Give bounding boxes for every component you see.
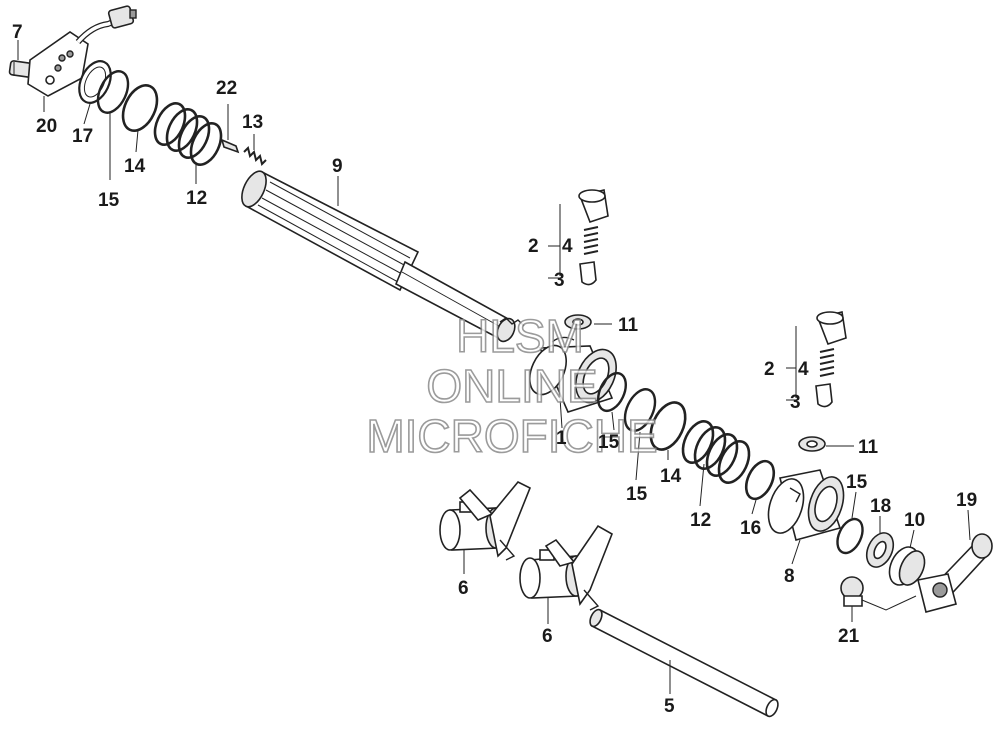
part-11-washer-lower bbox=[798, 436, 826, 452]
part-15-clip-right bbox=[836, 517, 864, 555]
callout-3-upper: 3 bbox=[554, 270, 565, 291]
callout-15-right: 15 bbox=[846, 472, 868, 493]
callout-3-lower: 3 bbox=[790, 392, 801, 413]
callout-17: 17 bbox=[72, 126, 93, 147]
leader-lines bbox=[17, 40, 971, 694]
part-14-ring-left bbox=[121, 84, 159, 132]
watermark-line-1: HLSM bbox=[456, 310, 584, 362]
watermark: HLSM ONLINE MICROFICHE bbox=[366, 309, 659, 463]
callout-6-upper: 6 bbox=[458, 578, 469, 599]
part-12-spring-mid bbox=[681, 420, 751, 484]
callout-18: 18 bbox=[870, 496, 891, 517]
callout-20: 20 bbox=[36, 116, 57, 137]
part-13-spring-small bbox=[243, 146, 267, 166]
callout-7: 7 bbox=[12, 22, 23, 43]
callout-10: 10 bbox=[904, 510, 925, 531]
part-2-plug-lower bbox=[816, 311, 847, 346]
callout-14-left: 14 bbox=[124, 156, 146, 177]
callout-8: 8 bbox=[784, 566, 795, 587]
part-14-ring-mid bbox=[649, 401, 687, 451]
part-8-drum-end bbox=[767, 469, 845, 541]
callout-6-lower: 6 bbox=[542, 626, 553, 647]
watermark-line-3: MICROFICHE bbox=[366, 410, 657, 462]
callout-5: 5 bbox=[664, 696, 675, 717]
part-5-fork-shaft bbox=[589, 608, 779, 718]
callout-labels: 7 20 17 15 14 12 22 13 9 2 4 3 11 2 4 3 … bbox=[12, 22, 977, 717]
part-4-spring-lower bbox=[819, 348, 835, 377]
watermark-line-2: ONLINE bbox=[426, 360, 597, 412]
part-15-clip-mid-b bbox=[623, 388, 657, 432]
callout-15-mid-a: 15 bbox=[598, 432, 620, 453]
callout-19: 19 bbox=[956, 490, 977, 511]
part-21-bolt bbox=[840, 576, 917, 611]
callout-21: 21 bbox=[838, 626, 860, 647]
part-1-shift-drum bbox=[529, 336, 617, 413]
part-22-pin bbox=[220, 138, 240, 154]
callout-11-upper: 11 bbox=[618, 315, 639, 336]
part-18-washer bbox=[865, 532, 895, 568]
part-6-fork-lower bbox=[519, 524, 613, 611]
callout-4-lower: 4 bbox=[798, 359, 809, 380]
part-11-washer-upper bbox=[564, 314, 592, 330]
part-12-spring-left bbox=[153, 102, 223, 166]
part-3-plunger-upper bbox=[579, 261, 597, 286]
callout-9: 9 bbox=[332, 156, 343, 177]
callout-16: 16 bbox=[740, 518, 761, 539]
callout-13: 13 bbox=[242, 112, 263, 133]
part-3-plunger-lower bbox=[815, 383, 833, 408]
callout-11-lower: 11 bbox=[858, 437, 879, 458]
part-15-clip-left bbox=[96, 70, 130, 114]
callout-1: 1 bbox=[556, 428, 567, 449]
callout-15-mid-b: 15 bbox=[626, 484, 648, 505]
callout-2-lower: 2 bbox=[764, 359, 775, 380]
callout-14-mid: 14 bbox=[660, 466, 682, 487]
part-2-plug-upper bbox=[578, 189, 609, 224]
part-9-shaft bbox=[241, 170, 525, 343]
part-6-fork-upper bbox=[439, 480, 532, 561]
callout-2-upper: 2 bbox=[528, 236, 539, 257]
part-20-sensor-housing bbox=[27, 5, 137, 97]
part-16-ring bbox=[744, 459, 776, 501]
part-4-spring-upper bbox=[583, 226, 599, 255]
callout-12-left: 12 bbox=[186, 188, 207, 209]
callout-22: 22 bbox=[216, 78, 237, 99]
part-10-bearing bbox=[888, 546, 926, 586]
callout-12-mid: 12 bbox=[690, 510, 711, 531]
part-17-ring bbox=[78, 60, 112, 104]
part-19-shift-lever bbox=[917, 533, 993, 613]
callout-15-left: 15 bbox=[98, 190, 120, 211]
part-15-clip-mid-a bbox=[597, 371, 627, 413]
callout-4-upper: 4 bbox=[562, 236, 573, 257]
